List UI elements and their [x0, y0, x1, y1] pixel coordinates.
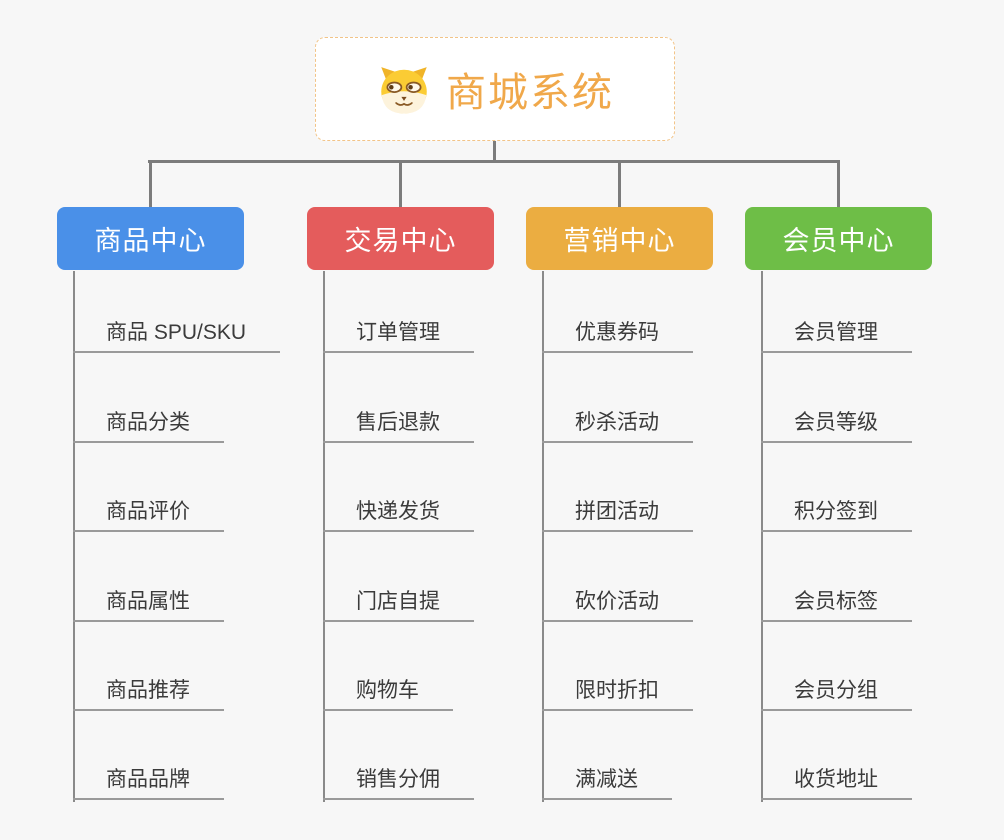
branch-node-marketing-center[interactable]: 营销中心 — [526, 207, 713, 270]
leaf-node[interactable]: 会员等级 — [761, 409, 912, 443]
branch-label: 会员中心 — [782, 226, 895, 256]
connector-leafline-member — [761, 271, 763, 802]
leaf-node[interactable]: 收货地址 — [761, 766, 912, 800]
leaf-node[interactable]: 拼团活动 — [542, 498, 693, 532]
branch-node-product-center[interactable]: 商品中心 — [57, 207, 244, 270]
leaf-node[interactable]: 商品 SPU/SKU — [73, 319, 281, 353]
leaf-node[interactable]: 会员管理 — [761, 319, 912, 353]
connector-drop-member — [837, 160, 840, 208]
leaf-node[interactable]: 快递发货 — [323, 498, 474, 532]
connector-leafline-marketing — [542, 271, 544, 802]
connector-leafline-trade — [323, 271, 325, 802]
leaf-node[interactable]: 售后退款 — [323, 409, 474, 443]
leaf-node[interactable]: 商品属性 — [73, 588, 224, 622]
leaf-node[interactable]: 秒杀活动 — [542, 409, 693, 443]
leaf-node[interactable]: 会员标签 — [761, 588, 912, 622]
branch-label: 商品中心 — [94, 226, 207, 256]
root-node[interactable]: 商城系统 — [315, 37, 675, 141]
leaf-node[interactable]: 商品推荐 — [73, 677, 224, 711]
branch-label: 营销中心 — [563, 226, 676, 256]
leaf-node[interactable]: 积分签到 — [761, 498, 912, 532]
branch-node-member-center[interactable]: 会员中心 — [745, 207, 932, 270]
leaf-node[interactable]: 商品评价 — [73, 498, 224, 532]
connector-root-stem — [493, 141, 496, 161]
root-title: 商城系统 — [446, 71, 614, 115]
leaf-node[interactable]: 门店自提 — [323, 588, 474, 622]
branch-node-trade-center[interactable]: 交易中心 — [307, 207, 494, 270]
leaf-node[interactable]: 商品分类 — [73, 409, 224, 443]
connector-leafline-product — [73, 271, 75, 802]
leaf-node[interactable]: 销售分佣 — [323, 766, 474, 800]
leaf-node[interactable]: 优惠券码 — [542, 319, 693, 353]
connector-bus — [148, 160, 840, 163]
connector-drop-product — [149, 160, 152, 208]
leaf-node[interactable]: 满减送 — [542, 766, 672, 800]
leaf-node[interactable]: 订单管理 — [323, 319, 474, 353]
leaf-node[interactable]: 购物车 — [323, 677, 453, 711]
branch-label: 交易中心 — [344, 226, 457, 256]
shiba-dog-icon — [376, 63, 432, 115]
leaf-node[interactable]: 会员分组 — [761, 677, 912, 711]
leaf-node[interactable]: 砍价活动 — [542, 588, 693, 622]
connector-drop-marketing — [618, 160, 621, 208]
leaf-node[interactable]: 限时折扣 — [542, 677, 693, 711]
connector-drop-trade — [399, 160, 402, 208]
leaf-node[interactable]: 商品品牌 — [73, 766, 224, 800]
